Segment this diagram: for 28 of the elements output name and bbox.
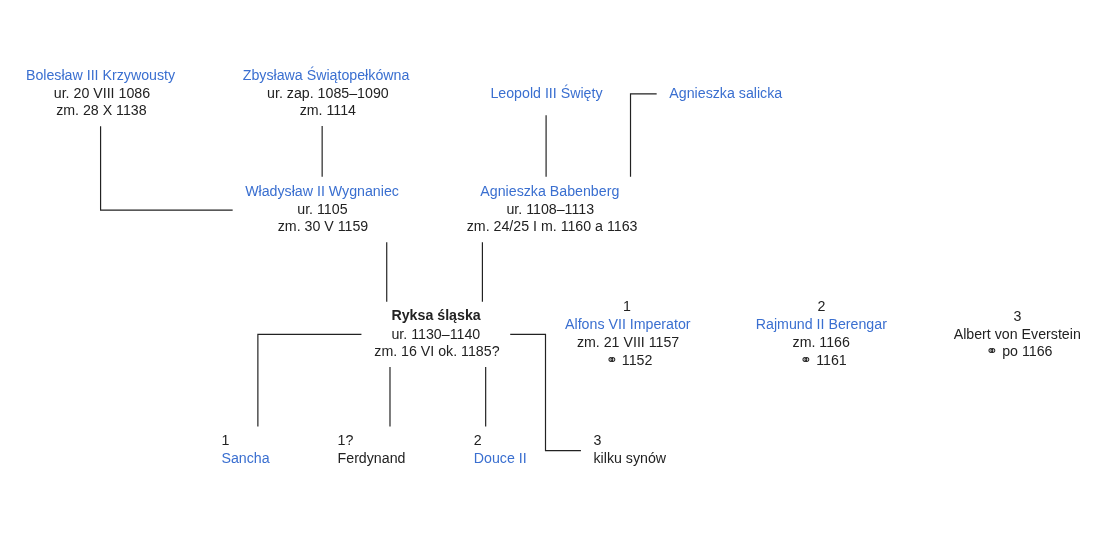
connector [386,241,388,302]
connector [545,114,547,177]
node-label: 1 [221,431,230,448]
node-text: Bolesław III Krzywousty ur. 20 VIII 1086 zm. 28 X 1138 [25,66,176,118]
node-text: kilku synów [593,449,667,466]
node-text: 2 Rajmund II Berengar zm. 1166 ⚭ 1161 [755,297,887,368]
node-text: Ryksa śląska ur. 1130–1140 zm. 16 VI ok. 1185? [374,306,500,359]
connector [509,333,582,451]
connector [389,366,391,427]
node-label: 3 [593,431,602,448]
connector [257,333,362,427]
node-text: 1 Alfons VII Imperator zm. 21 VIII 1157 ⚭ 1152 [565,297,691,368]
node-label: 1? [337,431,354,448]
node-text: Zbysława Świątopełkówna ur. zap. 1085–1090 zm. 1114 [242,66,410,118]
node-text: Douce II [473,449,527,466]
connector [485,366,487,427]
node-text: Leopold III Święty [490,84,603,101]
node-text: Agnieszka salicka [669,84,783,101]
connector [629,92,658,177]
node-text: Agnieszka Babenberg ur. 1108–1113 zm. 24/25 I m. 1160 a 1163 [466,182,638,234]
node-text: Sancha [221,449,270,466]
node-text: 3 Albert von Everstein ⚭ po 1166 [953,307,1081,359]
node-text: Władysław II Wygnaniec ur. 1105 zm. 30 V 1159 [245,182,399,234]
connector [100,125,234,211]
node-label: 2 [473,431,482,448]
connector [481,241,483,302]
connector [321,124,323,177]
node-text: Ferdynand [337,449,406,466]
